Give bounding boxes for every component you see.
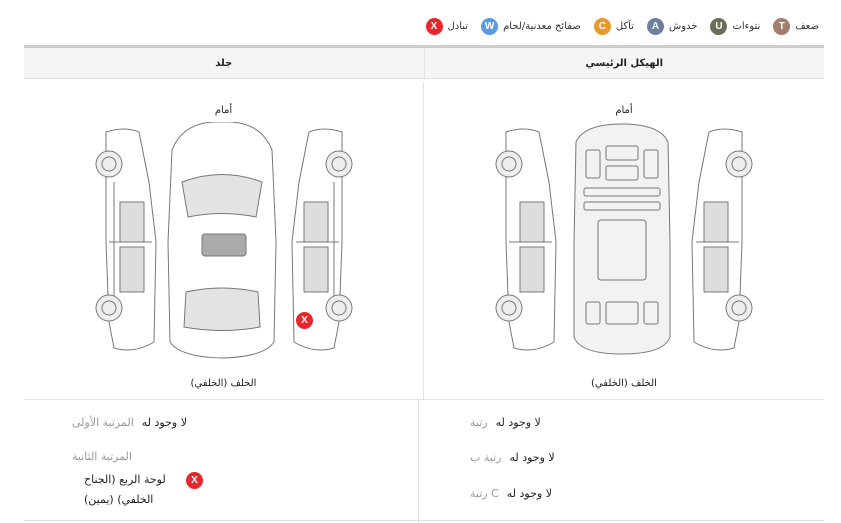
- rank1-label: المرتبة الأولى: [72, 416, 134, 429]
- weakness-badge: T: [773, 18, 791, 35]
- exchange-badge: X: [425, 18, 443, 35]
- rank-c-row: رتبة C لا وجود له: [470, 487, 552, 500]
- rear-label: الخلف (الخلفي): [190, 378, 257, 389]
- legend-label: خدوش: [668, 21, 698, 32]
- rank-b-label: رتبة ب: [470, 451, 502, 464]
- frame-header: الهيكل الرئيسي: [585, 58, 664, 69]
- legend-label: صفائح معدنية/لحام: [503, 21, 581, 32]
- car-body-diagram-icon: [95, 122, 353, 359]
- legend-item-welding: W صفائح معدنية/لحام: [481, 18, 586, 35]
- scratches-badge: A: [646, 18, 664, 35]
- skin-header: جلد: [24, 48, 425, 78]
- rank-a-label: رتبة: [470, 416, 488, 429]
- legend-item-dents: U نتوءات: [710, 18, 765, 35]
- rank1-value: لا وجود له: [141, 416, 187, 429]
- exchange-badge: X: [186, 472, 203, 489]
- legend-item-exchange: X تبادل: [425, 18, 474, 35]
- rear-label: الخلف (الخلفي): [591, 378, 657, 389]
- rank2-item: لوحة الربع (الجناح الخلفي) (يمين): [84, 470, 166, 510]
- legend-label: تآكل: [615, 21, 634, 32]
- skin-diagram: أمام X الخلف (الخلفي): [24, 82, 424, 400]
- rank2-row: المرتبة الثانية: [72, 450, 140, 463]
- corrosion-badge: C: [593, 18, 611, 35]
- rank-b-value: لا وجود له: [509, 451, 555, 464]
- skin-summary: المرتبة الأولى لا وجود له المرتبة الثانية…: [24, 400, 419, 523]
- legend-label: نتوءات: [732, 21, 761, 32]
- legend-label: تبادل: [447, 21, 469, 32]
- legend-item-scratches: A خدوش: [646, 18, 702, 35]
- rank1-row: المرتبة الأولى لا وجود له: [72, 416, 187, 429]
- rank2-item-line2: الخلفي) (يمين): [84, 493, 154, 506]
- legend-item-weakness: T ضعف: [773, 18, 824, 35]
- rank-a-row: رتبة لا وجود له: [470, 416, 541, 429]
- rank2-item-line1: لوحة الربع (الجناح: [84, 473, 166, 486]
- legend-item-corrosion: C تآكل: [593, 18, 639, 35]
- rank-b-row: رتبة ب لا وجود له: [470, 451, 555, 464]
- inspection-table: جلد الهيكل الرئيسي أمام X الخلف (الخلفي)…: [24, 45, 824, 523]
- table-header: جلد الهيكل الرئيسي: [24, 48, 824, 79]
- rank-c-value: لا وجود له: [506, 487, 552, 500]
- rank2-label: المرتبة الثانية: [72, 450, 132, 463]
- rank-c-label: رتبة C: [470, 487, 499, 500]
- rank-a-value: لا وجود له: [495, 416, 541, 429]
- front-label: أمام: [214, 105, 233, 116]
- legend-label: ضعف: [795, 21, 819, 32]
- frame-diagram: أمام الخلف (الخلفي): [424, 82, 824, 400]
- exchange-marker-rear-quarter-panel[interactable]: X: [296, 312, 313, 329]
- welding-badge: W: [481, 18, 499, 35]
- dents-badge: U: [710, 18, 728, 35]
- car-frame-diagram-icon: [495, 123, 753, 355]
- frame-summary: رتبة لا وجود له رتبة ب لا وجود له رتبة C لا…: [424, 400, 824, 523]
- front-label: أمام: [615, 105, 633, 116]
